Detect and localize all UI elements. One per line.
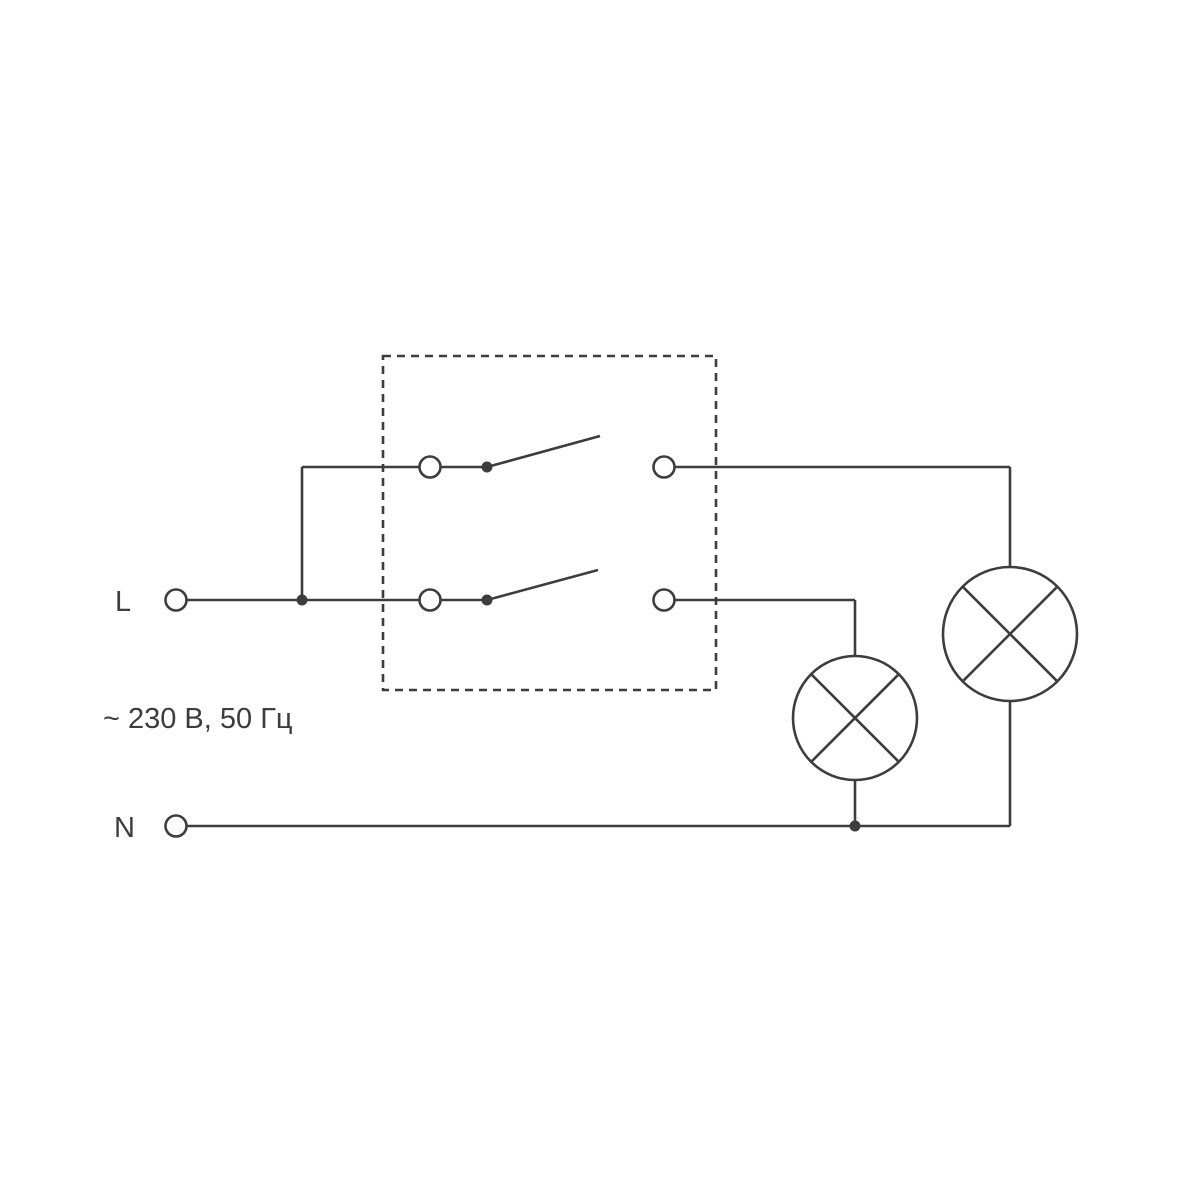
- switch-2-input-terminal: [418, 588, 442, 612]
- switch-2-output-terminal: [652, 588, 676, 612]
- switch-enclosure-box: [381, 354, 718, 692]
- switch-2-pivot-dot: [481, 594, 493, 606]
- label-neutral-terminal: N: [114, 812, 135, 844]
- switch-2-lever: [486, 568, 599, 602]
- n-lamp-junction-dot: [849, 820, 861, 832]
- wires-group: [186, 354, 1012, 828]
- n-terminal-circle: [164, 814, 188, 838]
- lamp-2-icon: [791, 654, 919, 782]
- l-terminal-circle: [164, 588, 188, 612]
- switch-1-lever: [486, 434, 601, 469]
- switch-1-input-terminal: [418, 455, 442, 479]
- l-branch-junction-dot: [296, 594, 308, 606]
- junction-dots-group: [296, 461, 861, 832]
- switch-1-pivot-dot: [481, 461, 493, 473]
- lamps-group: [791, 565, 1079, 782]
- label-voltage-rating: ~ 230 В, 50 Гц: [103, 703, 293, 735]
- lamp-1-icon: [941, 565, 1079, 703]
- switch-1-output-terminal: [652, 455, 676, 479]
- label-line-terminal: L: [115, 586, 131, 618]
- terminals-group: [164, 455, 676, 838]
